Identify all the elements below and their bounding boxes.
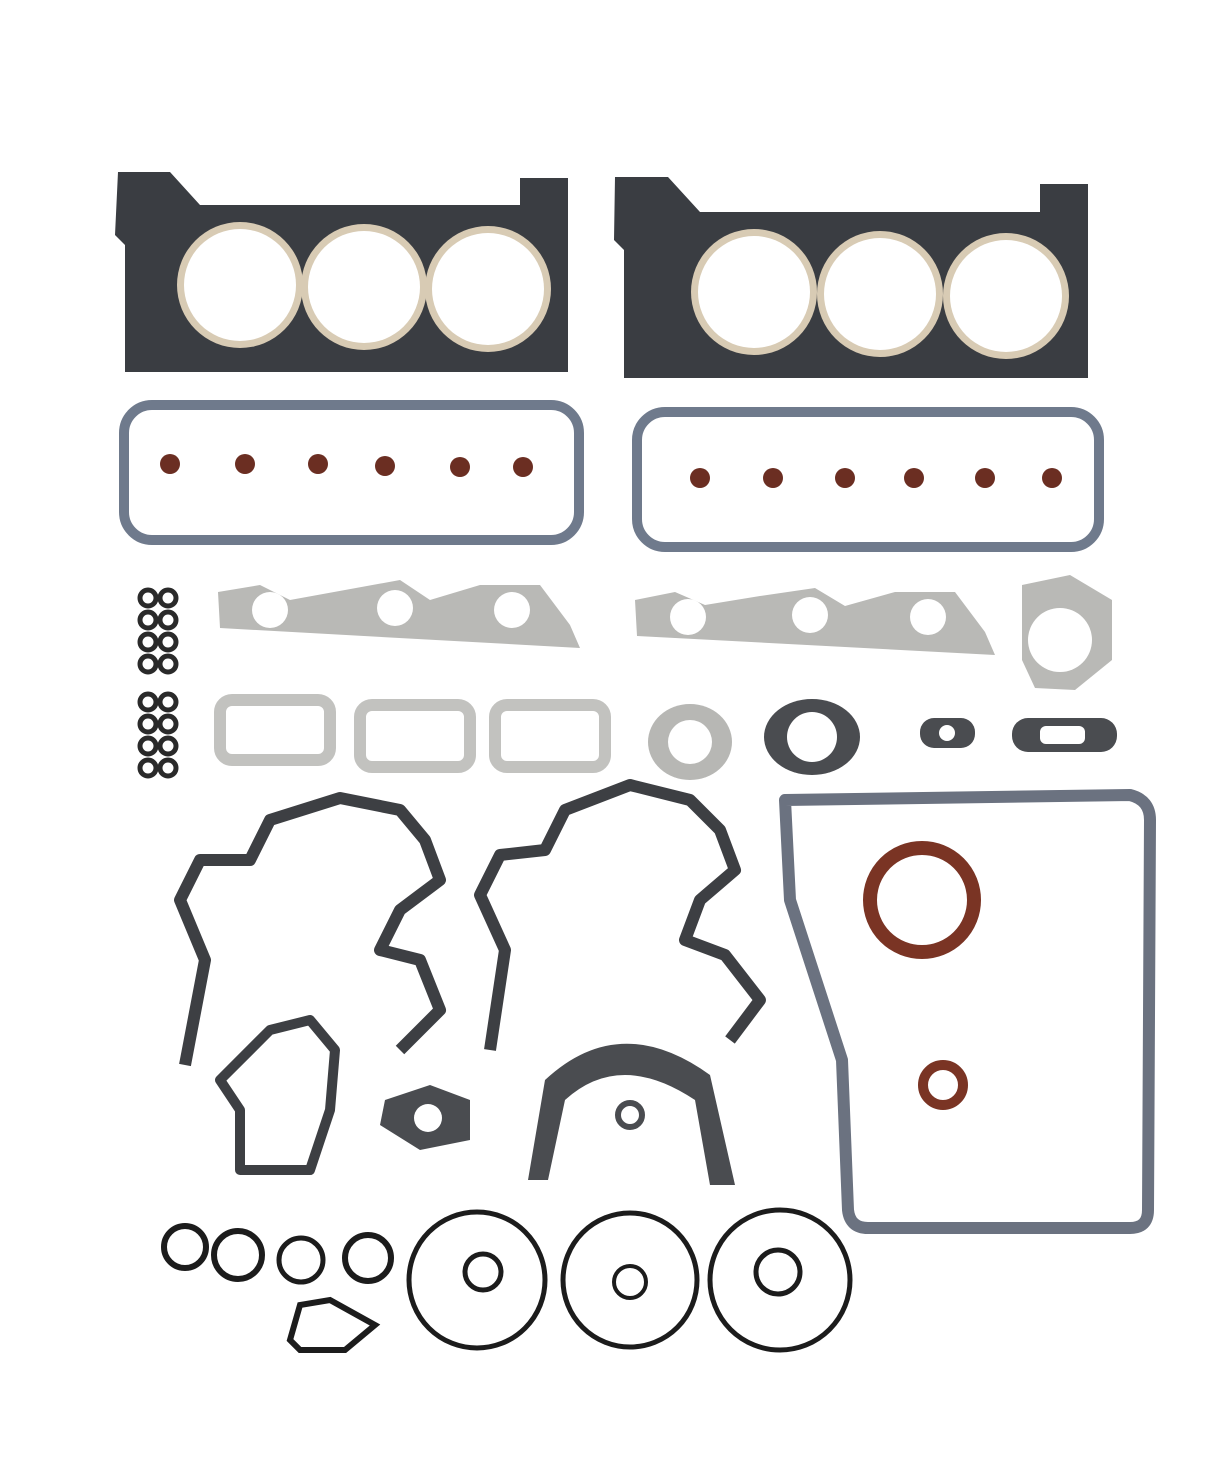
head-gasket-right (614, 177, 1088, 378)
valve-cover-gasket-right (632, 407, 1104, 552)
small-o-rings (137, 587, 179, 779)
oil-pan-gasket (779, 789, 1156, 1234)
head-gasket-left (115, 172, 568, 372)
intake-gasket (214, 694, 611, 773)
thermostat-gasket (380, 1085, 470, 1150)
water-pump-gasket (215, 1015, 340, 1175)
exhaust-gasket-left (218, 580, 580, 648)
o-rings (161, 1207, 853, 1353)
exhaust-gasket-right (635, 588, 995, 655)
valve-cover-gasket-left (119, 400, 584, 545)
rear-main-seal-retainer-gasket (528, 1043, 735, 1185)
timing-cover-gasket-left (174, 792, 446, 1067)
throttle-body-gasket (1022, 575, 1112, 690)
small-gaskets (648, 699, 1117, 780)
crank-seals (863, 841, 981, 1110)
timing-cover-gasket-right (474, 779, 766, 1051)
